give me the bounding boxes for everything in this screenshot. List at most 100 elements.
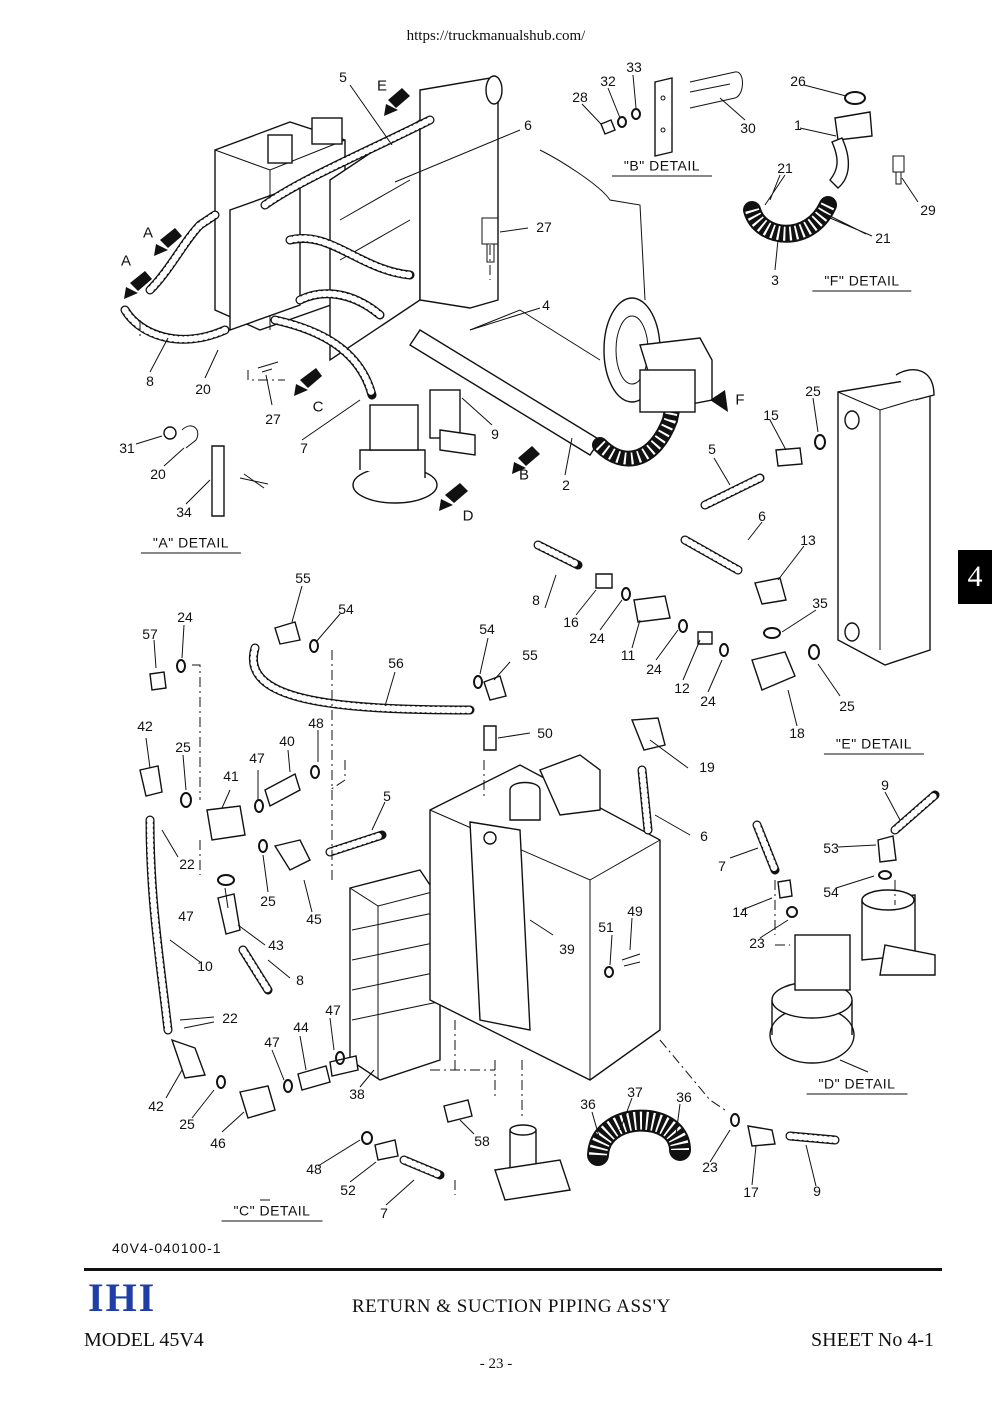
callout-21: 21 — [875, 230, 891, 246]
callout-17: 17 — [743, 1184, 759, 1200]
callout-24: 24 — [700, 693, 716, 709]
callout-36: 36 — [580, 1096, 596, 1112]
callout-25: 25 — [839, 698, 855, 714]
callout-28: 28 — [572, 89, 588, 105]
callout-8: 8 — [532, 592, 540, 608]
detail-caption-e: "E" DETAIL — [823, 736, 925, 755]
c-detail-drawing — [139, 621, 840, 1201]
callout-55: 55 — [522, 647, 538, 663]
callout-44: 44 — [293, 1019, 309, 1035]
detail-caption-d: "D" DETAIL — [806, 1076, 908, 1095]
callout-7: 7 — [380, 1205, 388, 1221]
callout-40: 40 — [279, 733, 295, 749]
callout-15: 15 — [763, 407, 779, 423]
callout-16: 16 — [563, 614, 579, 630]
callout-9: 9 — [881, 777, 889, 793]
callout-37: 37 — [627, 1084, 643, 1100]
callout-2: 2 — [562, 477, 570, 493]
callout-8: 8 — [146, 373, 154, 389]
callout-54: 54 — [338, 601, 354, 617]
callout-25: 25 — [260, 893, 276, 909]
callout-26: 26 — [790, 73, 806, 89]
callout-48: 48 — [308, 715, 324, 731]
callout-20: 20 — [150, 466, 166, 482]
detail-caption-c: "C" DETAIL — [221, 1203, 323, 1222]
callout-5: 5 — [339, 69, 347, 85]
callout-25: 25 — [805, 383, 821, 399]
callout-23: 23 — [702, 1159, 718, 1175]
callout-4: 4 — [542, 297, 550, 313]
a-detail-drawing — [163, 425, 269, 517]
callout-29: 29 — [920, 202, 936, 218]
callout-19: 19 — [699, 759, 715, 775]
callout-20: 20 — [195, 381, 211, 397]
footer-rule — [84, 1268, 942, 1271]
callout-10: 10 — [197, 958, 213, 974]
view-label-f: F — [735, 391, 745, 409]
callout-36: 36 — [676, 1089, 692, 1105]
detail-caption-a: "A" DETAIL — [140, 535, 242, 554]
callout-38: 38 — [349, 1086, 365, 1102]
callout-13: 13 — [800, 532, 816, 548]
callout-42: 42 — [137, 718, 153, 734]
callout-25: 25 — [179, 1116, 195, 1132]
callout-56: 56 — [388, 655, 404, 671]
callout-18: 18 — [789, 725, 805, 741]
callout-23: 23 — [749, 935, 765, 951]
callout-21: 21 — [777, 160, 793, 176]
drawing-number: 40V4-040100-1 — [112, 1240, 222, 1256]
callout-48: 48 — [306, 1161, 322, 1177]
view-label-a: A — [142, 224, 154, 242]
b-detail-drawing — [600, 71, 743, 157]
callout-52: 52 — [340, 1182, 356, 1198]
callout-39: 39 — [559, 941, 575, 957]
callout-27: 27 — [536, 219, 552, 235]
callout-42: 42 — [148, 1098, 164, 1114]
leader-lines — [135, 74, 919, 1206]
callout-22: 22 — [179, 856, 195, 872]
callout-6: 6 — [700, 828, 708, 844]
callout-49: 49 — [627, 903, 643, 919]
callout-45: 45 — [306, 911, 322, 927]
f-detail-drawing — [743, 91, 905, 243]
callout-8: 8 — [296, 972, 304, 988]
model-label: MODEL 45V4 — [84, 1329, 204, 1351]
callout-22: 22 — [222, 1010, 238, 1026]
callout-14: 14 — [732, 904, 748, 920]
callout-46: 46 — [210, 1135, 226, 1151]
callout-6: 6 — [758, 508, 766, 524]
view-label-c: C — [312, 398, 324, 416]
callout-57: 57 — [142, 626, 158, 642]
callout-24: 24 — [589, 630, 605, 646]
callout-51: 51 — [598, 919, 614, 935]
callout-47: 47 — [264, 1034, 280, 1050]
callout-58: 58 — [474, 1133, 490, 1149]
callout-41: 41 — [223, 768, 239, 784]
callout-24: 24 — [646, 661, 662, 677]
sheet-number: SHEET No 4-1 — [811, 1329, 934, 1351]
view-label-a: A — [120, 252, 132, 270]
callout-47: 47 — [249, 750, 265, 766]
callout-25: 25 — [175, 739, 191, 755]
callout-53: 53 — [823, 840, 839, 856]
ihi-logo: IHI — [88, 1275, 157, 1320]
callout-7: 7 — [718, 858, 726, 874]
view-arrows — [124, 88, 728, 511]
callout-5: 5 — [708, 441, 716, 457]
view-label-e: E — [376, 77, 388, 95]
callout-55: 55 — [295, 570, 311, 586]
source-url: https://truckmanualshub.com/ — [406, 28, 586, 44]
callout-47: 47 — [325, 1002, 341, 1018]
centerlines — [139, 245, 896, 1201]
e-detail-drawing — [533, 369, 935, 691]
callout-6: 6 — [524, 117, 532, 133]
page-title: RETURN & SUCTION PIPING ASS'Y — [352, 1296, 671, 1317]
view-label-b: B — [518, 466, 530, 484]
callout-54: 54 — [479, 621, 495, 637]
page-number: - 23 - — [479, 1356, 513, 1372]
callout-35: 35 — [812, 595, 828, 611]
section-tab: 4 — [958, 550, 992, 604]
callout-7: 7 — [300, 440, 308, 456]
callout-9: 9 — [813, 1183, 821, 1199]
